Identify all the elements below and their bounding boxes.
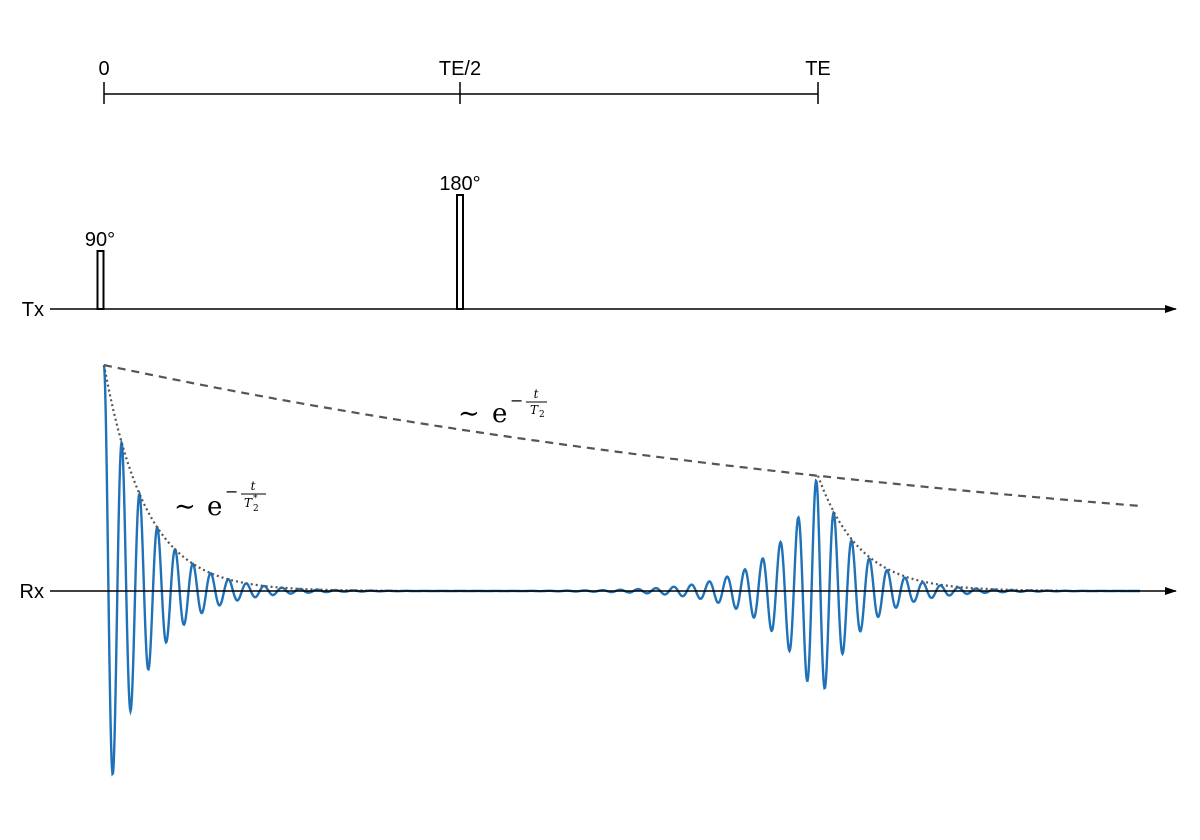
t2star-numerator: t xyxy=(251,479,256,493)
t2-minus: − xyxy=(510,391,523,410)
timeline-label-te-half: TE/2 xyxy=(439,58,481,80)
t2-numerator: t xyxy=(534,387,539,401)
tx-axis-label: Tx xyxy=(22,299,44,321)
t2star-denominator: T xyxy=(244,496,253,510)
rx-axis-label: Rx xyxy=(20,581,44,603)
pulse-90-label: 90° xyxy=(85,229,115,251)
t2star-annotation: ∼ e − t T * 2 xyxy=(174,479,266,522)
t2star-minus: − xyxy=(225,482,238,501)
pulse-90 xyxy=(96,250,105,310)
timeline: 0 TE/2 TE xyxy=(98,58,831,104)
t2-annotation: ∼ e − t T 2 xyxy=(458,387,547,429)
t2-base: e xyxy=(492,399,507,429)
timeline-label-te: TE xyxy=(805,58,831,80)
pulse-180 xyxy=(456,194,464,310)
timeline-label-0: 0 xyxy=(98,58,109,80)
t2-tilde: ∼ xyxy=(458,399,480,429)
t2star-superscript: * xyxy=(253,494,258,504)
t2-subscript: 2 xyxy=(539,410,545,420)
t2star-tilde: ∼ xyxy=(174,492,196,522)
rx-signal-trace xyxy=(102,364,1140,777)
t2star-subscript: 2 xyxy=(253,504,259,514)
t2star-base: e xyxy=(207,492,222,522)
t2-envelope xyxy=(103,363,1141,508)
t2-denominator: T xyxy=(530,403,539,417)
rx-row: Rx ∼ e − t T 2 ∼ e − t T * 2 xyxy=(20,363,1177,777)
tx-row: Tx 90° 180° xyxy=(22,173,1177,321)
pulse-180-label: 180° xyxy=(439,173,480,195)
t2star-envelope-fid xyxy=(102,364,400,592)
